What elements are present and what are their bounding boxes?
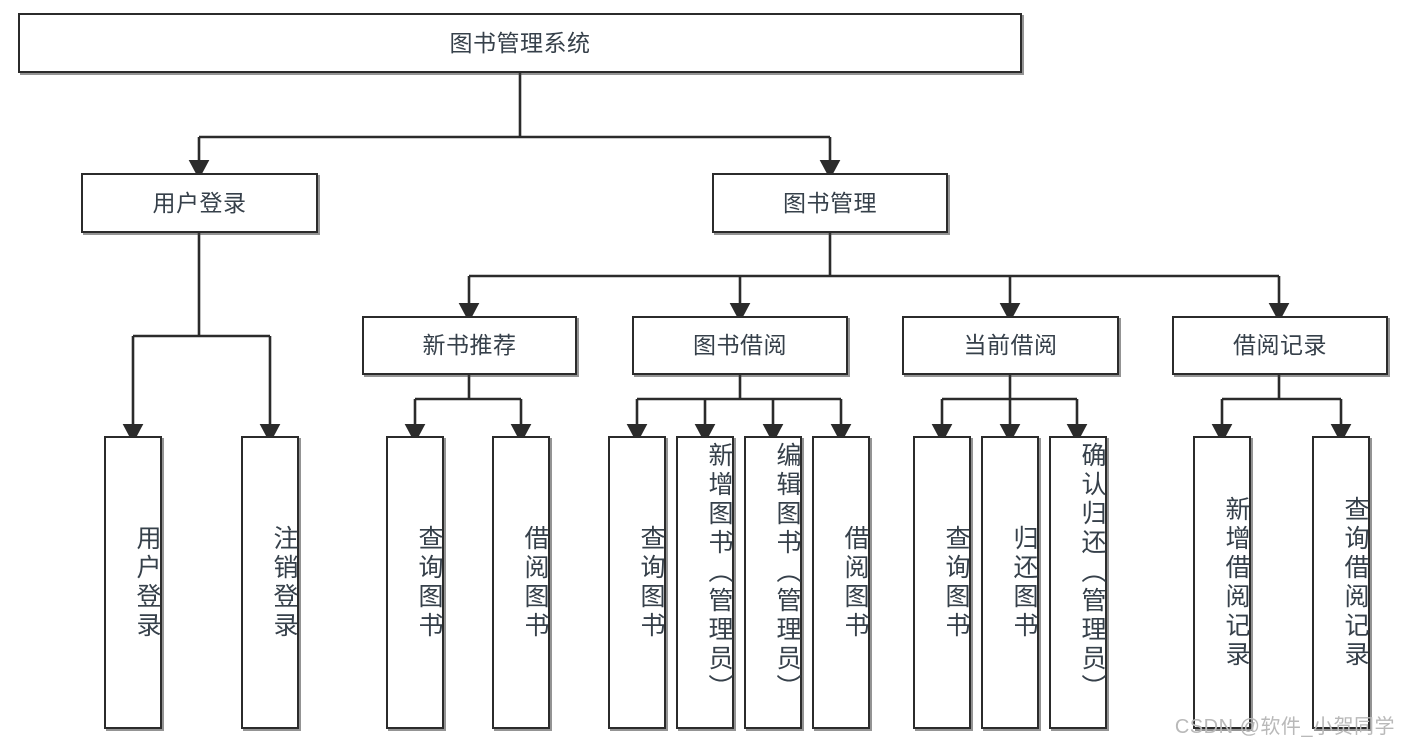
node-label: 查询借阅记录 (1341, 495, 1369, 670)
leaf-add-borrow-record[interactable]: 新增借阅记录 (1193, 436, 1251, 729)
leaf-confirm-return-admin[interactable]: 确认归还（管理员） (1049, 436, 1107, 729)
node-label: 图书管理系统 (449, 29, 591, 56)
watermark: CSDN @软件_小贺同学 (1174, 716, 1395, 738)
node-label: 归还图书 (1010, 524, 1038, 641)
leaf-return-book[interactable]: 归还图书 (981, 436, 1039, 729)
node-new-book-recommend[interactable]: 新书推荐 (362, 316, 577, 375)
node-user-login[interactable]: 用户登录 (81, 173, 318, 233)
node-label: 新书推荐 (422, 332, 517, 359)
node-label: 查询图书 (415, 524, 443, 641)
node-book-management[interactable]: 图书管理 (712, 173, 948, 233)
node-label: 借阅记录 (1233, 332, 1327, 359)
leaf-query-borrow-record[interactable]: 查询借阅记录 (1312, 436, 1370, 729)
node-label: 借阅图书 (841, 524, 869, 641)
node-label: 查询图书 (942, 524, 970, 641)
node-label: 新增借阅记录 (1222, 495, 1250, 670)
node-label: 编辑图书（管理员） (773, 442, 801, 703)
node-label: 用户登录 (152, 189, 247, 216)
leaf-user-login[interactable]: 用户登录 (104, 436, 162, 729)
leaf-query-book-current[interactable]: 查询图书 (913, 436, 971, 729)
node-label: 新增图书（管理员） (705, 442, 733, 703)
leaf-borrow-book[interactable]: 借阅图书 (812, 436, 870, 729)
node-label: 借阅图书 (521, 524, 549, 641)
leaf-edit-book-admin[interactable]: 编辑图书（管理员） (744, 436, 802, 729)
leaf-borrow-book-recommend[interactable]: 借阅图书 (492, 436, 550, 729)
node-book-borrow[interactable]: 图书借阅 (632, 316, 848, 375)
node-label: 确认归还（管理员） (1078, 442, 1106, 703)
node-label: 图书管理 (783, 189, 877, 216)
node-current-borrow[interactable]: 当前借阅 (902, 316, 1119, 375)
node-label: 注销登录 (270, 524, 298, 641)
node-label: 图书借阅 (693, 332, 787, 359)
node-root-system[interactable]: 图书管理系统 (18, 13, 1022, 73)
node-borrow-record[interactable]: 借阅记录 (1172, 316, 1388, 375)
leaf-logout[interactable]: 注销登录 (241, 436, 299, 729)
leaf-query-book-recommend[interactable]: 查询图书 (386, 436, 444, 729)
node-label: 用户登录 (133, 524, 161, 641)
leaf-add-book-admin[interactable]: 新增图书（管理员） (676, 436, 734, 729)
leaf-query-book-borrow[interactable]: 查询图书 (608, 436, 666, 729)
node-label: 查询图书 (637, 524, 665, 641)
node-label: 当前借阅 (963, 332, 1058, 359)
